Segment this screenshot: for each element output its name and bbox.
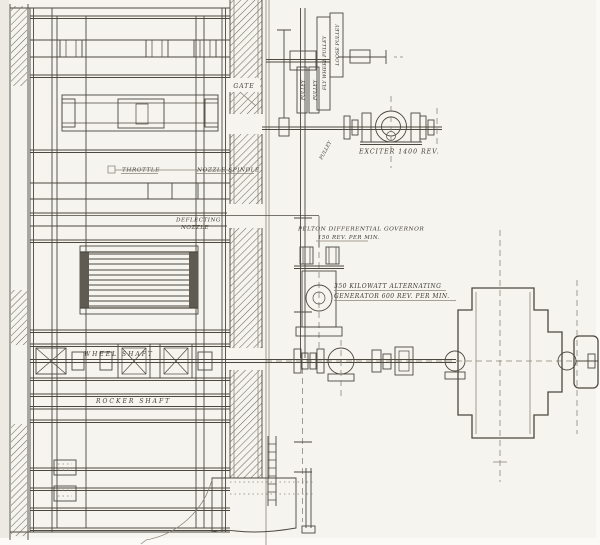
exciter-coupling-left-outer (343, 115, 351, 140)
governor-gear-outer (305, 284, 333, 312)
main-shaft-lines (30, 359, 456, 363)
gate-leader-line (239, 91, 257, 107)
governor-gear-inner (312, 291, 326, 305)
shaft-coupling-6 (382, 353, 392, 370)
belt-drive (266, 8, 404, 522)
shaft-coupling-4 (316, 348, 325, 374)
governor-top-block-left (299, 246, 314, 265)
governor-label-line2: 150 REV. PER MIN. (318, 235, 380, 241)
exciter-label: EXCITER 1400 REV. (358, 149, 440, 156)
generator-outline (457, 287, 563, 439)
bottom-details (230, 436, 316, 534)
pulley-label-b: PULLEY (313, 79, 319, 101)
gate-label: GATE (233, 83, 254, 90)
generator-label-line1: 350 KILOWATT ALTERNATING (334, 283, 441, 290)
jack-shaft-pulley (289, 50, 317, 71)
shaft-end-collar (587, 353, 596, 369)
exciter-centerline (390, 96, 438, 168)
scan-edge-bottom (0, 538, 600, 545)
generator-unit (457, 230, 599, 482)
house-horizontal-members (10, 7, 230, 533)
left-wall-hatch-bottom (11, 424, 27, 536)
wheel-slat-stack (79, 245, 199, 315)
shaft-coupling-2 (301, 352, 309, 370)
floating-shaft-hub (349, 49, 371, 64)
exciter-unit (262, 96, 442, 168)
fly-wheel-pulley-label: FLY WHEEL PULLEY (322, 35, 328, 91)
bearing-pedestal-2 (444, 371, 466, 380)
generator-centerlines (499, 230, 578, 482)
loose-pulley-label: LOOSE PULLEY (335, 24, 341, 67)
left-wall-hatch-top (11, 6, 27, 86)
pulley-label-a: PULLEY (301, 79, 307, 101)
belt-verticals (300, 8, 306, 358)
wall-foundation-block (211, 477, 297, 533)
exciter-coupling-left-inner (351, 119, 359, 136)
governor-label-line1: PELTON DIFFERENTIAL GOVERNOR (297, 227, 424, 233)
nozzle-spindle-label: NOZZLE SPINDLE (196, 168, 260, 174)
rocker-shaft-lines (30, 393, 230, 410)
belt-cross-ticks (294, 217, 312, 473)
shaft-coupling-5 (371, 349, 382, 373)
gate-label-patch (228, 78, 260, 92)
shaft-coupling-1 (293, 348, 302, 374)
labels: GATE THROTTLE NOZZLE SPINDLE DEFLECTING … (84, 24, 456, 405)
wall-shaft-gap-3 (227, 348, 265, 370)
ladder-rungs (268, 443, 276, 501)
deflecting-nozzle-label-line2: NOZZLE (180, 225, 209, 231)
pipe-bend-arc (140, 479, 213, 545)
generator-label-line2: GENERATOR 600 REV. PER MIN. (334, 293, 450, 300)
top-anchor-boxes (59, 39, 217, 58)
pulley-column-a (296, 66, 308, 114)
scan-edge-right (596, 0, 600, 545)
wheel-shaft-bearings (30, 343, 230, 381)
drop-rod (305, 468, 312, 528)
rocker-shaft-label: ROCKER SHAFT (95, 398, 171, 405)
wall-shaft-gap-2 (227, 204, 265, 228)
lower-anchor-boxes (53, 459, 77, 502)
left-wall-hatch-mid (11, 290, 27, 345)
shaft-journal-outer (394, 346, 414, 376)
dotted-reference-lines (230, 481, 314, 495)
exciter-coupling-right-inner (427, 119, 435, 136)
building-wall (140, 0, 297, 545)
main-shaft (30, 340, 598, 398)
hanger-bracket (277, 29, 291, 118)
governor-top-block-right (325, 246, 340, 265)
mid-hatched-blocks (147, 182, 223, 200)
jack-shaft (266, 59, 330, 63)
governor-unit (30, 215, 344, 350)
wall-hatch (230, 0, 262, 478)
generator-end-housing (573, 335, 599, 389)
governor-shelf (294, 265, 344, 269)
throttle-label: THROTTLE (122, 168, 160, 174)
nozzle-mechanism (61, 94, 219, 132)
wheel-shaft-label: WHEEL SHAFT (84, 351, 154, 358)
shaft-bearing-2 (444, 350, 466, 372)
floating-shaft-line (338, 50, 387, 64)
scan-edge-left (0, 0, 9, 545)
shaft-coupling-3 (309, 352, 317, 370)
loose-pulley-box (329, 12, 344, 78)
deflecting-nozzle-label-line1: DEFLECTING (175, 218, 221, 224)
pulley-column-b (308, 66, 320, 114)
wheel-house (9, 4, 230, 540)
shaft-journal-inner (398, 350, 410, 372)
governor-base (295, 326, 343, 337)
drop-rod-foot (301, 525, 316, 534)
wall-shaft-gap-1 (227, 114, 265, 134)
